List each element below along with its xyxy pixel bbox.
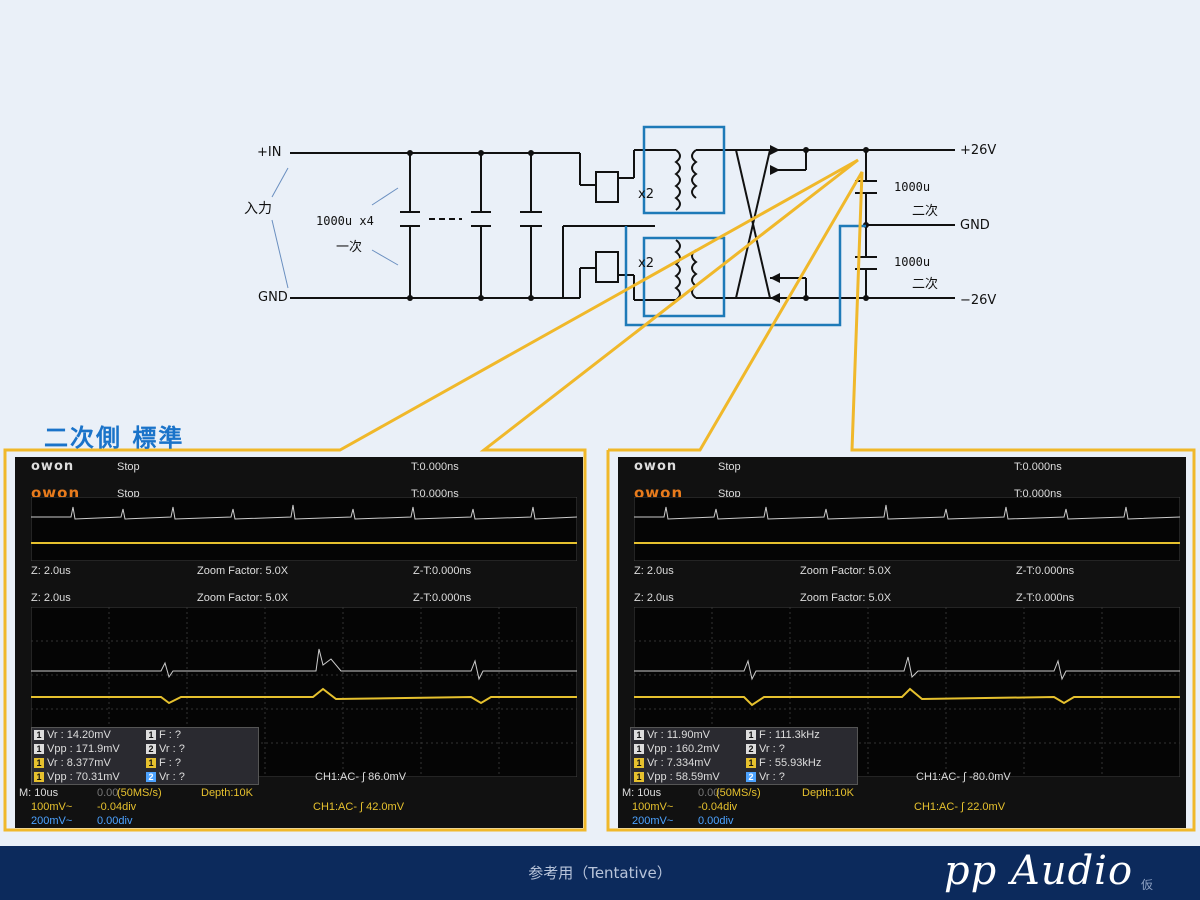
zoom-t-bg: Z-T:0.000ns [413, 565, 472, 577]
channel-chip: 1 [634, 758, 644, 769]
measurement-panel [31, 727, 259, 785]
output-gnd-label: GND [960, 218, 990, 233]
overview-strip [31, 497, 577, 561]
ch1-offset: -0.04div [97, 801, 137, 813]
zoom-main: Z: 2.0us [31, 592, 71, 604]
channel-chip: 1 [746, 758, 756, 769]
channel-chip: 1 [34, 772, 44, 783]
owon-logo-bg: owon [634, 459, 678, 474]
channel-chip: 1 [34, 758, 44, 769]
fet-multiplier-bottom: x2 [638, 256, 654, 271]
channel-chip: 1 [746, 730, 756, 741]
section-title: 二次側 標準 [44, 424, 185, 452]
timebase: M: 10us [622, 787, 662, 799]
channel-chip: 2 [146, 744, 156, 755]
sample-rate: (50MS/s) [716, 787, 761, 799]
channel-chip: 2 [746, 772, 756, 783]
ch2-scale: 200mV~ [31, 815, 73, 827]
owon-logo-bg: owon [31, 459, 75, 474]
brand-sublabel: 仮 [1141, 878, 1154, 892]
ch2-scale: 200mV~ [632, 815, 674, 827]
zoom-t-bg: Z-T:0.000ns [1016, 565, 1075, 577]
channel-chip: 1 [634, 744, 644, 755]
scope-screenshot-left: owon Stop T:0.000ns owon Stop T:0.000ns … [15, 457, 583, 828]
zoom-t: Z-T:0.000ns [413, 592, 472, 604]
channel-chip: 1 [146, 730, 156, 741]
ch2-offset: 0.00div [698, 815, 734, 827]
trigger-info-bg: CH1:AC- ∫ -80.0mV [916, 771, 1011, 783]
ch1-scale: 100mV~ [632, 801, 674, 813]
output-positive-label: +26V [960, 143, 997, 158]
brand-logo: pp Audio [944, 848, 1134, 894]
ch1-scale: 100mV~ [31, 801, 73, 813]
scope-screenshot-right: owon Stop T:0.000ns owon Stop T:0.000ns … [618, 457, 1186, 828]
depth: Depth:10K [802, 787, 854, 799]
zoom-main-bg: Z: 2.0us [634, 565, 674, 577]
trigger-info-bg: CH1:AC- ∫ 86.0mV [315, 771, 407, 783]
channel-chip: 1 [34, 730, 44, 741]
trigger-time-bg: T:0.000ns [1014, 461, 1062, 473]
footer-text: 参考用（Tentative） [528, 864, 672, 882]
run-state-bg: Stop [718, 461, 741, 473]
zoom-factor: Zoom Factor: 5.0X [800, 592, 892, 604]
input-gnd-label: GND [258, 290, 288, 305]
zoom-factor-bg: Zoom Factor: 5.0X [800, 565, 892, 577]
zoom-factor: Zoom Factor: 5.0X [197, 592, 289, 604]
footer-bar: 参考用（Tentative） pp Audio 仮 [0, 846, 1200, 900]
timebase: M: 10us [19, 787, 59, 799]
zoom-main-bg: Z: 2.0us [31, 565, 71, 577]
zoom-factor-bg: Zoom Factor: 5.0X [197, 565, 289, 577]
depth: Depth:10K [201, 787, 253, 799]
primary-cap-label: 1000u x4 [316, 214, 374, 228]
channel-chip: 2 [746, 744, 756, 755]
bg-offset: 0.00 [698, 787, 720, 799]
secondary-cap-bottom-label: 1000u [894, 255, 931, 269]
secondary-cap-bottom-sublabel: 二次 [912, 277, 939, 292]
fet-multiplier-top: x2 [638, 187, 654, 202]
channel-chip: 1 [634, 772, 644, 783]
channel-chip: 2 [146, 772, 156, 783]
zoom-t: Z-T:0.000ns [1016, 592, 1075, 604]
secondary-cap-top-sublabel: 二次 [912, 204, 939, 219]
zoom-main: Z: 2.0us [634, 592, 674, 604]
channel-chip: 1 [634, 730, 644, 741]
channel-chip: 1 [34, 744, 44, 755]
run-state-bg: Stop [117, 461, 140, 473]
ch2-offset: 0.00div [97, 815, 133, 827]
bg-offset: 0.00 [97, 787, 119, 799]
output-negative-label: −26V [960, 293, 997, 308]
channel-chip: 1 [146, 758, 156, 769]
sample-rate: (50MS/s) [117, 787, 162, 799]
measurement-panel [630, 727, 858, 785]
trigger-info: CH1:AC- ∫ 22.0mV [914, 801, 1006, 813]
overview-strip [634, 497, 1180, 561]
trigger-info: CH1:AC- ∫ 42.0mV [313, 801, 405, 813]
ch1-offset: -0.04div [698, 801, 738, 813]
input-plus-label: +IN [257, 145, 282, 160]
input-label: 入力 [244, 201, 272, 217]
secondary-cap-top-label: 1000u [894, 180, 931, 194]
primary-cap-sublabel: 一次 [336, 240, 363, 255]
trigger-time-bg: T:0.000ns [411, 461, 459, 473]
